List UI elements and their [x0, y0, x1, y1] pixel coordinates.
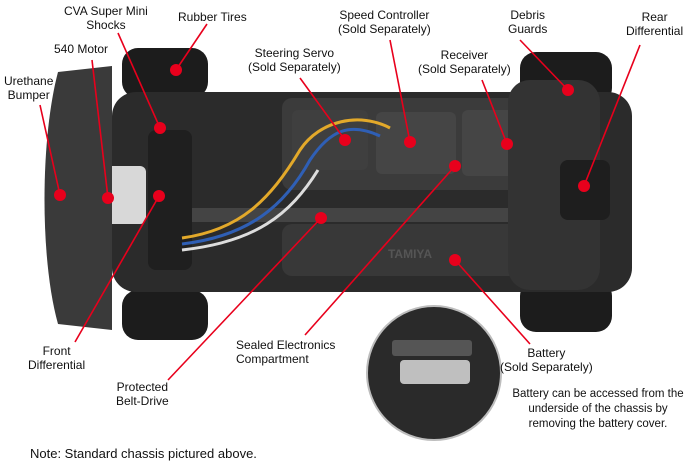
tire-front-top: [122, 48, 208, 98]
leader-motor-540: [91, 59, 109, 199]
center-shaft: [160, 208, 580, 222]
leader-front-differential: [74, 195, 160, 343]
chassis: TAMIYA: [96, 80, 632, 292]
marker-speed-controller: [404, 136, 416, 148]
marker-front-differential: [153, 190, 165, 202]
leader-battery: [454, 259, 531, 345]
marker-battery: [449, 254, 461, 266]
label-speed-controller: Speed Controller(Sold Separately): [338, 8, 431, 36]
marker-cva-shocks: [154, 122, 166, 134]
battery-cover: [392, 340, 472, 356]
label-steering-servo: Steering Servo(Sold Separately): [248, 46, 341, 74]
battery-pack: [400, 360, 470, 384]
wire-blue: [181, 127, 381, 246]
front-bulkhead: [148, 130, 192, 270]
chassis-logo: TAMIYA: [388, 247, 432, 261]
wire-white: [181, 169, 320, 252]
label-rubber-tires: Rubber Tires: [178, 10, 247, 24]
leader-sealed-electronics: [304, 165, 456, 336]
steering-servo-box: [292, 110, 368, 170]
marker-debris-guards: [562, 84, 574, 96]
wiring: [181, 118, 391, 252]
speed-controller-box: [376, 112, 456, 174]
marker-protected-belt-drive: [315, 212, 327, 224]
footnote: Note: Standard chassis pictured above.: [30, 446, 257, 461]
wire-yellow: [181, 118, 391, 240]
markers: [54, 64, 590, 266]
battery-inset: [366, 305, 502, 441]
label-battery: Battery(Sold Separately): [500, 346, 593, 374]
marker-sealed-electronics: [449, 160, 461, 172]
label-receiver: Receiver(Sold Separately): [418, 48, 511, 76]
battery-bay: [282, 224, 540, 276]
leader-lines: [39, 23, 641, 381]
marker-motor-540: [102, 192, 114, 204]
debris-guard-rear: [508, 80, 600, 290]
leader-cva-shocks: [117, 32, 161, 129]
leader-steering-servo: [299, 77, 346, 141]
marker-rubber-tires: [170, 64, 182, 76]
marker-steering-servo: [339, 134, 351, 146]
leader-protected-belt-drive: [167, 217, 322, 381]
label-motor-540: 540 Motor: [54, 42, 109, 56]
urethane-bumper-shape: [44, 66, 112, 330]
tire-rear-bottom: [520, 280, 612, 332]
leader-debris-guards: [519, 39, 569, 91]
battery-caption: Battery can be accessed from the undersi…: [512, 388, 684, 430]
marker-urethane-bumper: [54, 189, 66, 201]
leader-urethane-bumper: [39, 104, 61, 196]
leader-rubber-tires: [175, 23, 208, 71]
leader-receiver: [481, 79, 508, 145]
leader-rear-differential: [583, 44, 641, 187]
marker-rear-differential: [578, 180, 590, 192]
tire-front-bottom: [122, 290, 208, 340]
marker-receiver: [501, 138, 513, 150]
leader-speed-controller: [389, 39, 411, 143]
